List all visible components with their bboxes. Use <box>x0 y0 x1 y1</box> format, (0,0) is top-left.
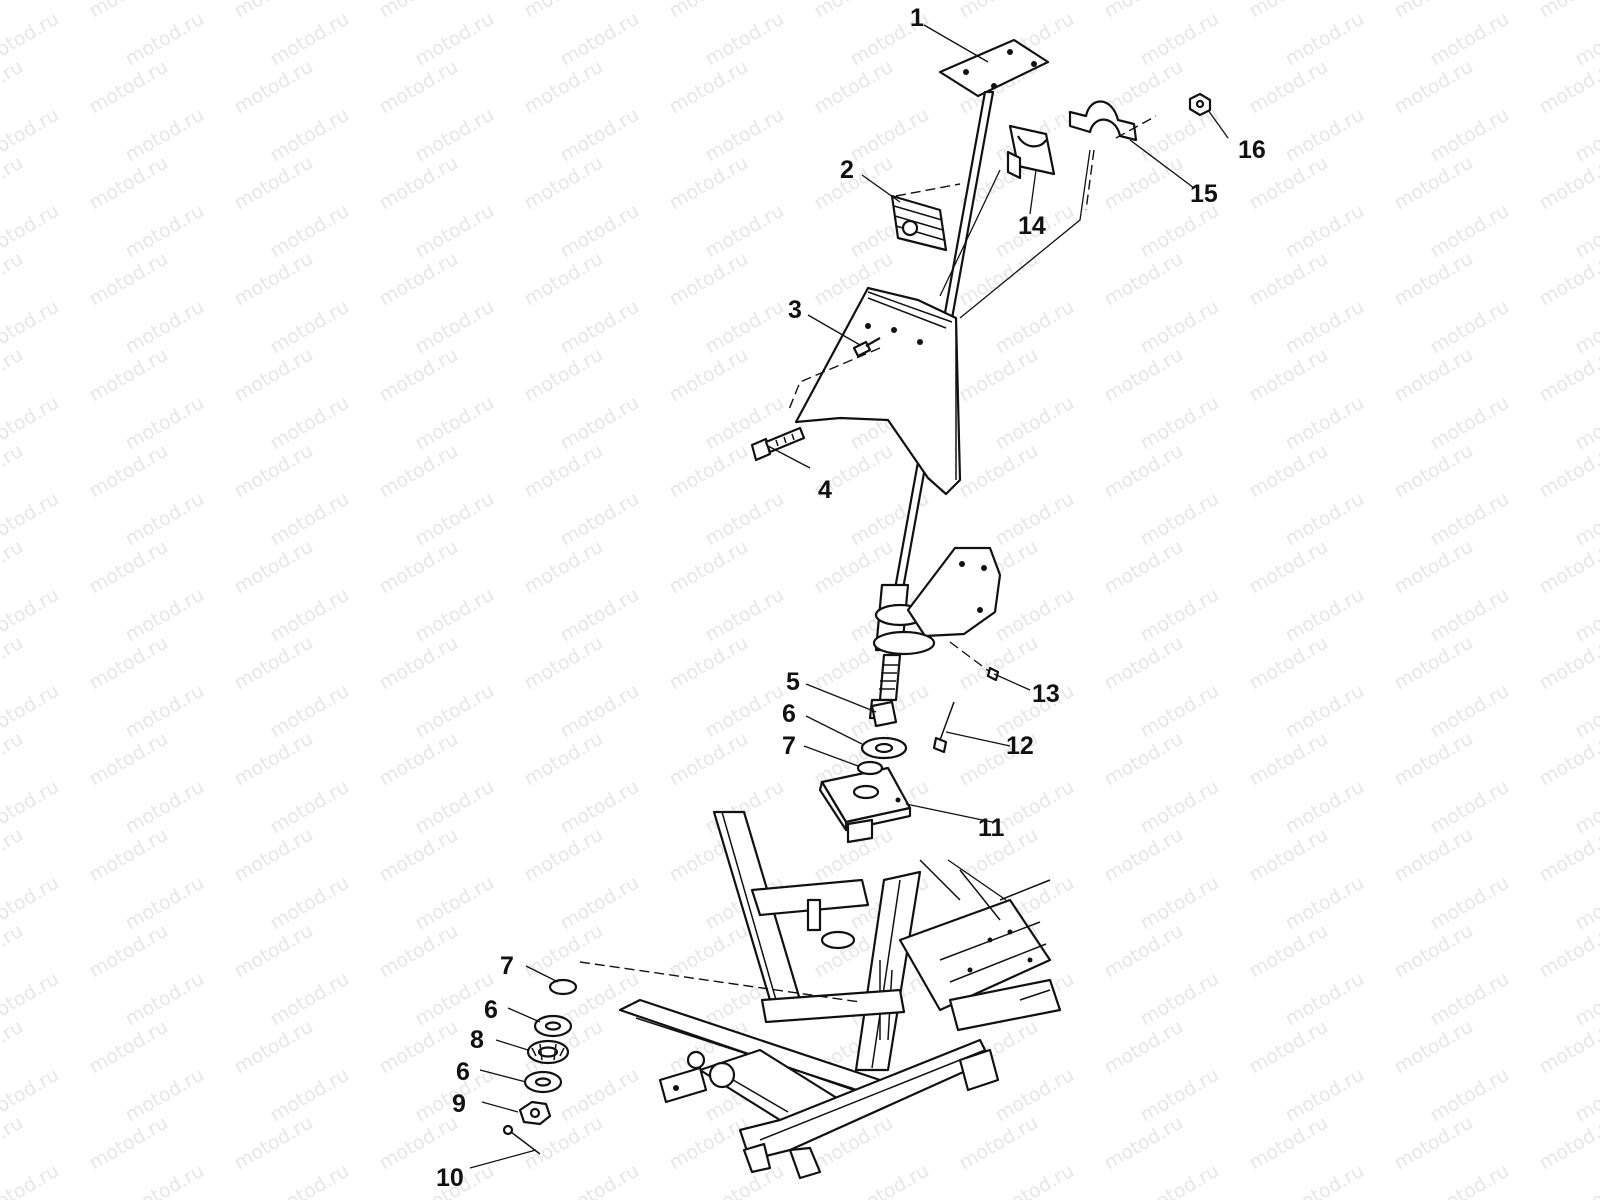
callout-8: 8 <box>470 1026 484 1054</box>
callout-10: 10 <box>436 1164 464 1192</box>
callout-2: 2 <box>840 156 854 184</box>
dash-panel <box>794 286 962 496</box>
callout-6a: 6 <box>782 700 796 728</box>
callout-6c: 6 <box>456 1058 470 1086</box>
callout-1: 1 <box>910 4 924 32</box>
steering-block <box>818 766 912 844</box>
callout-4: 4 <box>818 476 832 504</box>
leader-lines <box>469 24 1229 1169</box>
callout-labels: 1 2 3 4 5 6 7 11 12 13 14 15 16 7 6 8 6 … <box>436 4 1266 1192</box>
callout-9: 9 <box>452 1090 466 1118</box>
assembly-lines <box>579 115 1157 1003</box>
callout-16: 16 <box>1238 136 1266 164</box>
callout-7b: 7 <box>500 952 514 980</box>
callout-12: 12 <box>1006 732 1034 760</box>
column-support-bracket <box>872 546 1002 656</box>
vehicle-frame <box>618 810 1062 1180</box>
hardware <box>502 92 1212 1155</box>
callout-7a: 7 <box>782 732 796 760</box>
callout-13: 13 <box>1032 680 1060 708</box>
callout-15: 15 <box>1190 180 1218 208</box>
callout-5: 5 <box>786 668 800 696</box>
callout-3: 3 <box>788 296 802 324</box>
callout-14: 14 <box>1018 212 1046 240</box>
callout-6b: 6 <box>484 996 498 1024</box>
callout-11: 11 <box>978 814 1005 842</box>
